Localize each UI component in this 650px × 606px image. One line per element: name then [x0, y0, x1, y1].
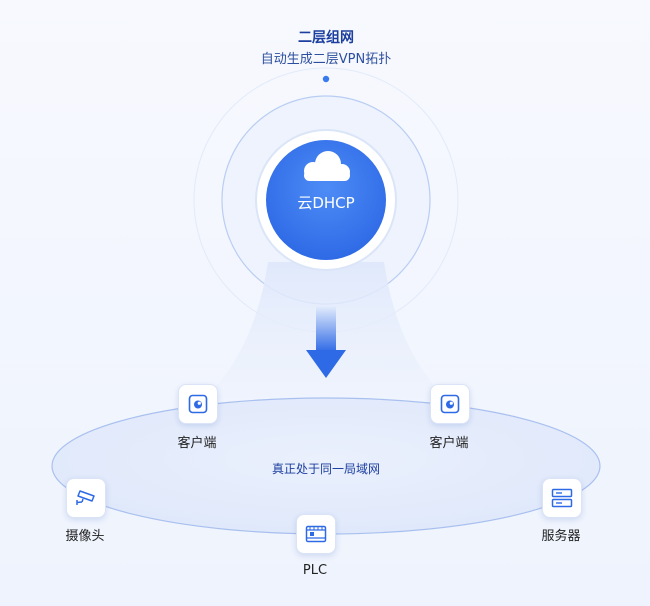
- client-node-left[interactable]: [178, 384, 218, 424]
- client-icon: [440, 394, 460, 414]
- camera-icon: [76, 490, 95, 505]
- cloud-icon: [304, 151, 350, 181]
- client-label-left: 客户端: [177, 436, 217, 451]
- page-subtitle: 自动生成二层VPN拓扑: [260, 52, 392, 67]
- lan-label: 真正处于同一局域网: [271, 462, 381, 476]
- page-title: 二层组网: [298, 30, 354, 46]
- client-node-right[interactable]: [430, 384, 470, 424]
- camera-label: 摄像头: [65, 529, 105, 544]
- down-arrow-icon: [306, 306, 346, 378]
- plc-icon: [305, 525, 327, 543]
- plc-node[interactable]: [296, 514, 336, 554]
- client-icon: [188, 394, 208, 414]
- server-icon: [551, 488, 573, 508]
- server-label: 服务器: [541, 529, 581, 544]
- indicator-dot: [322, 75, 330, 83]
- client-label-right: 客户端: [429, 436, 469, 451]
- plc-label: PLC: [302, 563, 328, 578]
- hub-label: 云DHCP: [297, 194, 355, 212]
- server-node[interactable]: [542, 478, 582, 518]
- camera-node[interactable]: [66, 478, 106, 518]
- hub-circle: [266, 140, 386, 260]
